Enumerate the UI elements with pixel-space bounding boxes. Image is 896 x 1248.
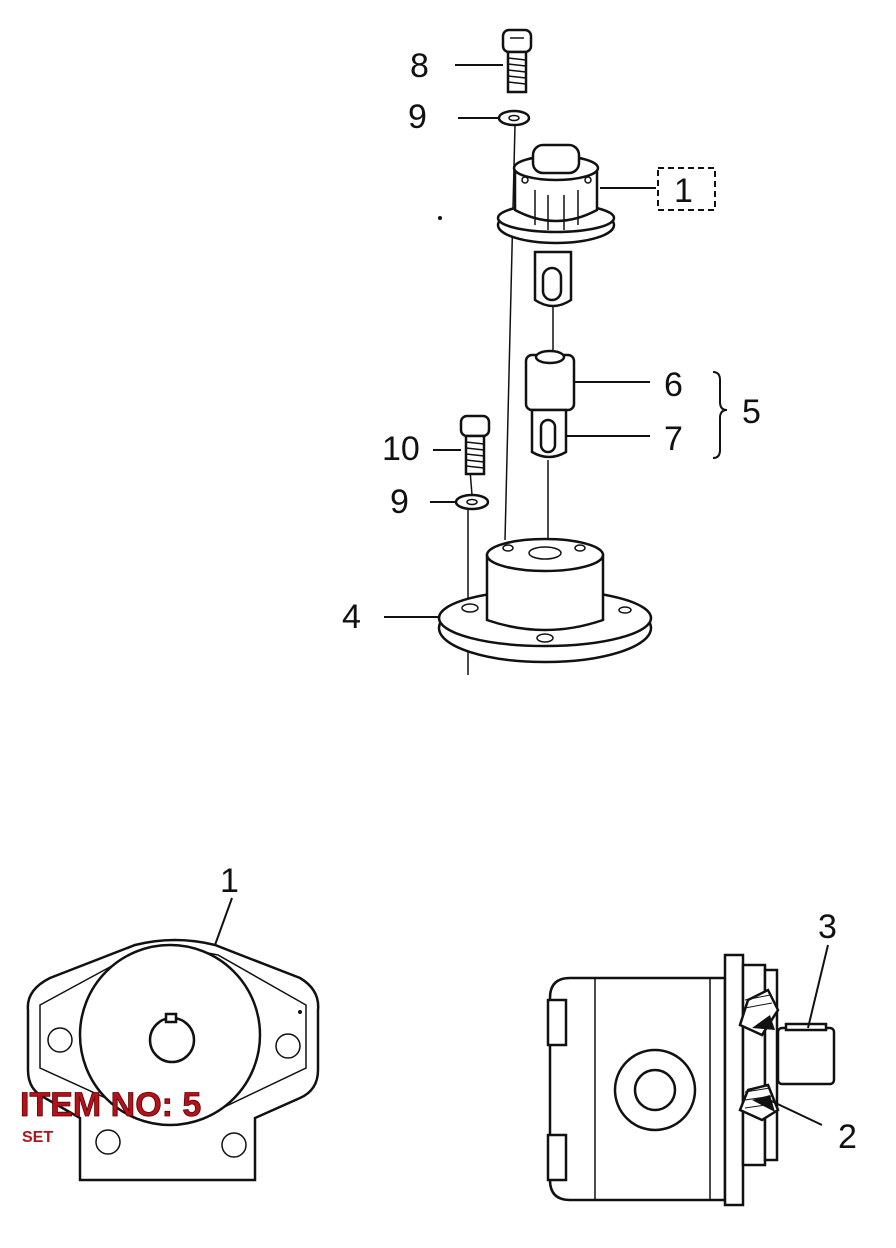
label-1-box: 1 <box>674 172 693 210</box>
pump-front-view <box>26 938 320 1182</box>
pump-side-view <box>546 953 836 1207</box>
coupling-6 <box>524 349 576 412</box>
mounting-flange-4 <box>437 537 653 664</box>
washer-9-top <box>497 109 531 127</box>
label-1-front: 1 <box>220 862 239 900</box>
label-9-top: 9 <box>408 98 427 136</box>
leader-lines <box>214 64 829 1126</box>
label-10: 10 <box>382 430 420 468</box>
label-8: 8 <box>410 47 429 85</box>
part-labels: 8 9 1 6 7 5 10 9 4 1 3 2 <box>220 47 857 1156</box>
label-7: 7 <box>664 420 683 458</box>
pump-top-assembly <box>496 143 616 308</box>
label-5: 5 <box>742 393 761 431</box>
item-number-title: ITEM NO: 5 <box>20 1086 201 1124</box>
label-1-dashed-box <box>600 167 716 211</box>
item-number-subtitle: SET <box>22 1129 53 1146</box>
shaft-key-7 <box>530 408 568 459</box>
item-number-badge: ITEM NO: 5 SET <box>20 1086 202 1146</box>
label-2: 2 <box>838 1118 857 1156</box>
label-6: 6 <box>664 366 683 404</box>
label-4: 4 <box>342 598 361 636</box>
washer-9-bottom <box>454 493 490 511</box>
label-3: 3 <box>818 908 837 946</box>
assembly-guide-lines <box>438 124 554 675</box>
bolt-10 <box>459 414 491 476</box>
label-9-bottom: 9 <box>390 483 409 521</box>
bolt-8 <box>501 28 533 94</box>
